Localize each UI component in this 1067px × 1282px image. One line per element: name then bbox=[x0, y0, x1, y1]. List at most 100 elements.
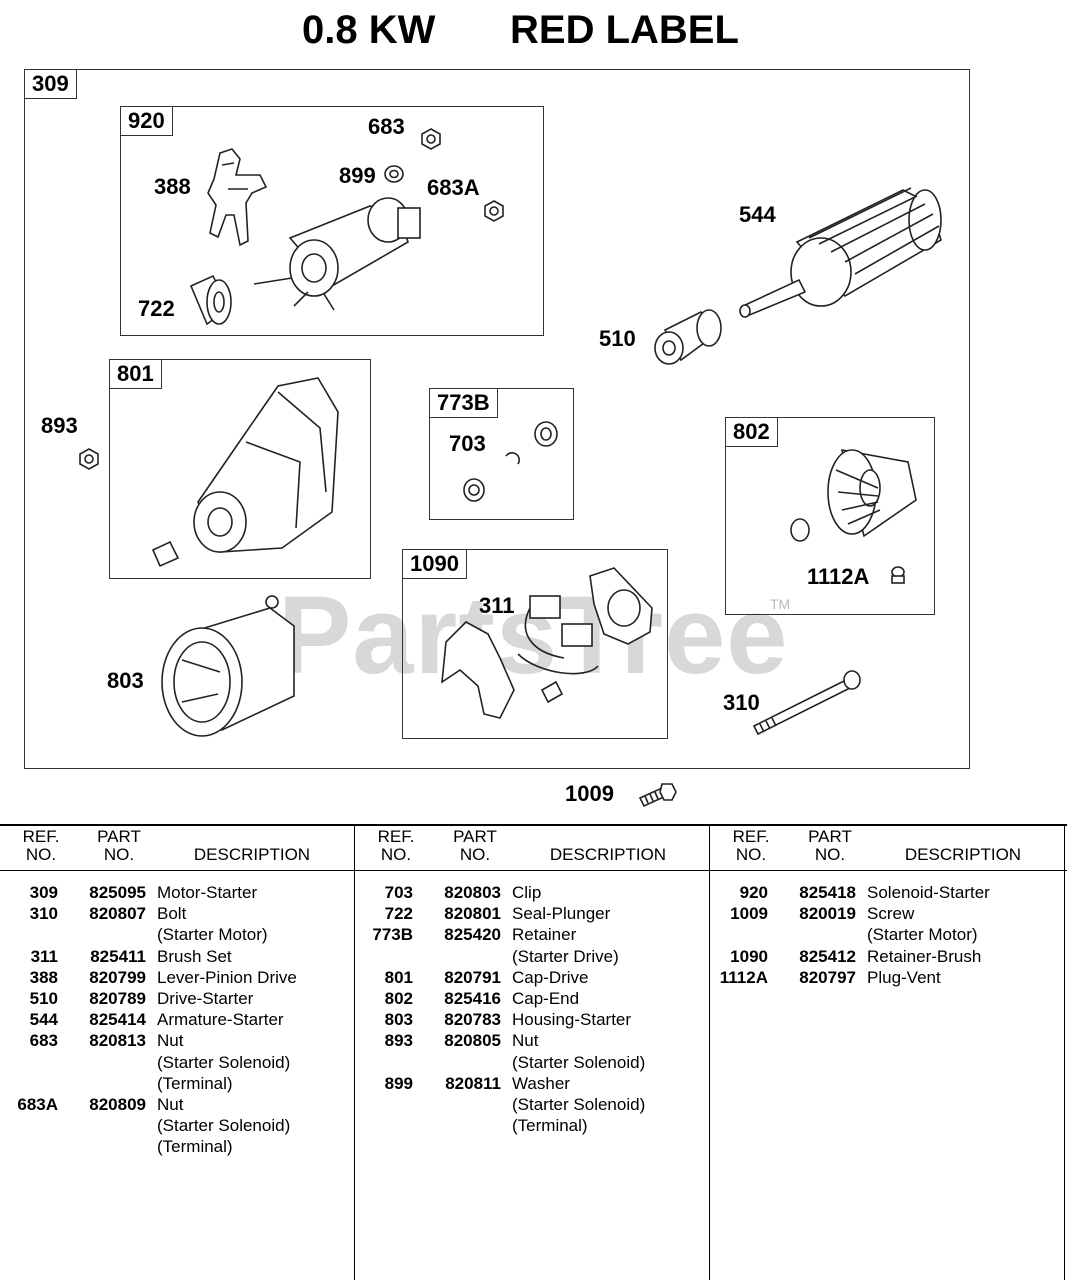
seal-722-icon bbox=[189, 274, 232, 326]
description: Brush Set bbox=[157, 946, 232, 966]
description: Washer bbox=[512, 1073, 570, 1093]
ref-number: 310 bbox=[29, 904, 58, 924]
description-detail: (Starter Solenoid) bbox=[157, 1052, 291, 1072]
callout-1112a: 1112A bbox=[807, 564, 870, 589]
callout-388: 388 bbox=[154, 174, 191, 199]
description: Nut bbox=[157, 1095, 184, 1114]
part-number: 820801 bbox=[444, 904, 501, 924]
assembly-box-309: 309 bbox=[24, 69, 970, 769]
header-desc-1: DESCRIPTION bbox=[193, 845, 311, 864]
description: Clip bbox=[512, 883, 542, 902]
ref-number: 773B bbox=[372, 925, 413, 945]
ref-number: 803 bbox=[384, 1010, 413, 1030]
description: Cap-Drive bbox=[512, 967, 589, 987]
ref-number: 1112A bbox=[719, 967, 768, 987]
ref-number: 893 bbox=[384, 1031, 413, 1051]
ref-number: 1009 bbox=[730, 904, 768, 924]
callout-703: 703 bbox=[449, 431, 486, 456]
description-detail: (Starter Motor) bbox=[867, 925, 978, 945]
description: Bolt bbox=[157, 904, 187, 924]
ref-number: 1090 bbox=[730, 946, 768, 966]
ref-number: 683 bbox=[29, 1031, 58, 1051]
part-number: 825095 bbox=[89, 883, 146, 902]
description-detail: (Starter Solenoid) bbox=[512, 1094, 646, 1114]
assembly-box-801: 801 bbox=[109, 359, 371, 579]
ref-number: 544 bbox=[29, 1010, 58, 1030]
assembly-box-920: 920 bbox=[120, 106, 544, 336]
part-number: 820805 bbox=[444, 1031, 501, 1051]
part-number: 825411 bbox=[90, 946, 146, 966]
description: Armature-Starter bbox=[157, 1010, 284, 1030]
box-tag-773b: 773B bbox=[430, 389, 498, 418]
part-number: 825414 bbox=[89, 1010, 146, 1030]
box-tag-920: 920 bbox=[121, 107, 173, 136]
ref-number: 920 bbox=[739, 883, 768, 902]
part-number: 820797 bbox=[799, 967, 856, 987]
table-header-divider bbox=[0, 870, 1067, 871]
description: Motor-Starter bbox=[157, 883, 258, 902]
description: Lever-Pinion Drive bbox=[157, 967, 297, 987]
armature-544-icon bbox=[739, 187, 942, 318]
callout-803: 803 bbox=[107, 668, 144, 693]
ref-number: 309 bbox=[29, 883, 58, 902]
part-number: 825412 bbox=[799, 946, 856, 966]
watermark-tm: TM bbox=[770, 596, 791, 612]
nut-683a-icon bbox=[484, 200, 504, 222]
housing-803-icon bbox=[161, 595, 295, 737]
ref-number: 802 bbox=[384, 989, 413, 1008]
header-desc-2: DESCRIPTION bbox=[549, 845, 667, 864]
description: Screw bbox=[867, 904, 915, 924]
part-number: 825416 bbox=[444, 989, 501, 1008]
callout-683a: 683A bbox=[427, 175, 480, 200]
part-number: 820803 bbox=[444, 883, 501, 902]
drive-cap-801-icon bbox=[151, 377, 339, 568]
part-number: 820019 bbox=[799, 904, 856, 924]
brush-retainer-1090-icon bbox=[441, 567, 653, 719]
bolt-310-icon bbox=[752, 670, 861, 736]
assembly-box-802: 802 bbox=[725, 417, 935, 615]
header-ref-3: REF.NO. bbox=[732, 827, 770, 864]
description-detail: (Terminal) bbox=[157, 1137, 233, 1157]
description: Plug-Vent bbox=[867, 967, 941, 987]
callout-683: 683 bbox=[368, 114, 405, 139]
nut-893-icon bbox=[79, 448, 99, 470]
assembly-box-1090: 1090 bbox=[402, 549, 668, 739]
header-ref-2: REF.NO. bbox=[377, 827, 415, 864]
box-tag-309: 309 bbox=[25, 70, 77, 99]
table-right-border bbox=[1064, 824, 1065, 1280]
part-number: 820783 bbox=[444, 1010, 501, 1030]
callout-722: 722 bbox=[138, 296, 175, 321]
nut-683-icon bbox=[421, 128, 441, 150]
part-number: 820809 bbox=[89, 1095, 146, 1114]
description: Housing-Starter bbox=[512, 1010, 632, 1030]
description: Retainer bbox=[512, 925, 577, 945]
description: Seal-Plunger bbox=[512, 904, 611, 924]
callout-893: 893 bbox=[41, 413, 78, 438]
retainer-773b-icon bbox=[463, 421, 558, 502]
part-number: 820813 bbox=[89, 1031, 146, 1051]
title-label: RED LABEL bbox=[510, 8, 739, 52]
ref-number: 722 bbox=[384, 904, 413, 924]
box-tag-801: 801 bbox=[110, 360, 162, 389]
title-power: 0.8 KW bbox=[302, 8, 436, 52]
description-detail: (Starter Solenoid) bbox=[512, 1052, 646, 1072]
description: Nut bbox=[512, 1031, 539, 1051]
ref-number: 801 bbox=[384, 967, 413, 987]
plug-1112a-icon bbox=[891, 566, 905, 584]
ref-number: 311 bbox=[30, 946, 58, 966]
header-desc-3: DESCRIPTION bbox=[904, 845, 1022, 864]
description-detail: (Starter Drive) bbox=[512, 946, 619, 966]
screw-1009-icon bbox=[638, 783, 677, 808]
part-number: 820807 bbox=[89, 904, 146, 924]
callout-310: 310 bbox=[723, 690, 760, 715]
callout-544: 544 bbox=[739, 202, 776, 227]
part-number: 825420 bbox=[444, 925, 501, 945]
watermark: PartsTree bbox=[278, 574, 789, 697]
part-number: 825418 bbox=[799, 883, 856, 902]
box-tag-802: 802 bbox=[726, 418, 778, 447]
assembly-box-773b: 773B bbox=[429, 388, 574, 520]
description: Drive-Starter bbox=[157, 989, 254, 1008]
ref-number: 703 bbox=[384, 883, 413, 902]
ref-number: 683A bbox=[17, 1095, 58, 1114]
